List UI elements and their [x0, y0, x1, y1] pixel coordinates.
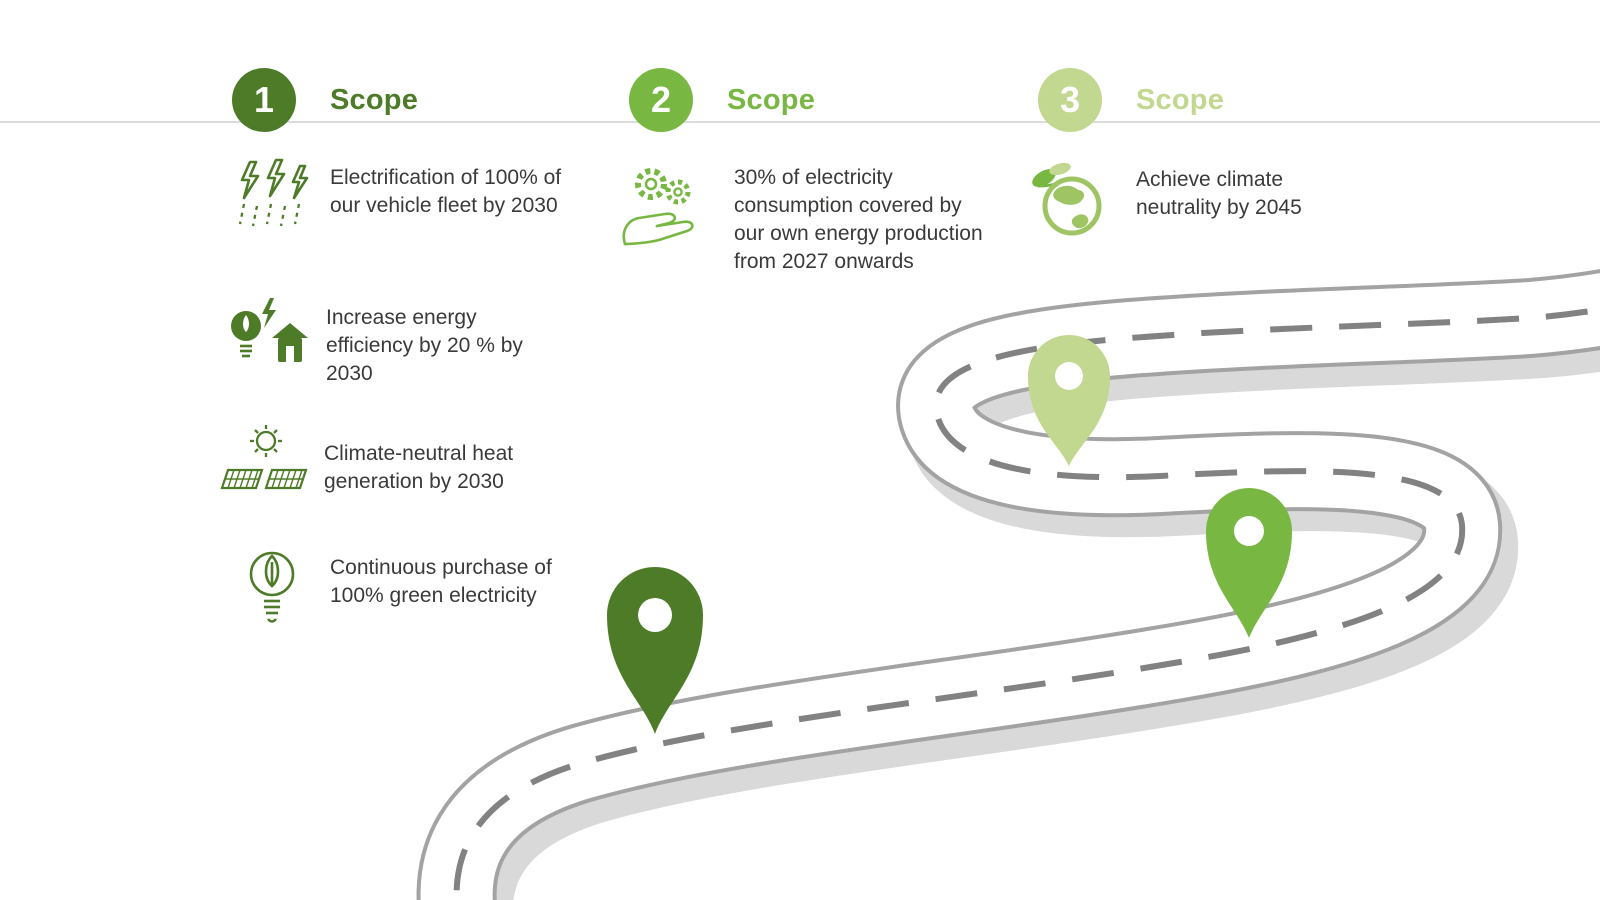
sun-solar-panel-icon — [212, 424, 320, 496]
scope1-label: Scope — [330, 83, 419, 116]
scope1-item-efficiency-text: Increase energy efficiency by 20 % by 20… — [326, 306, 523, 385]
gears-hand-icon — [606, 162, 720, 248]
scope3-number-badge: 3 — [1038, 68, 1102, 132]
scope2-pin-body — [1206, 488, 1292, 638]
scope3-label: Scope — [1136, 83, 1225, 116]
scope1-pin-hole — [638, 598, 672, 632]
scope1-item-heat: Climate-neutral heat generation by 2030 — [212, 424, 564, 496]
scope1-item-efficiency: Increase energy efficiency by 20 % by 20… — [214, 296, 566, 388]
header-divider-line — [0, 121, 1600, 123]
bulb-house-efficiency-icon — [214, 296, 322, 378]
scope3-header: 3 Scope — [1038, 68, 1224, 132]
scope1-item-green-electricity: Continuous purchase of 100% green electr… — [218, 546, 570, 636]
leaf-bulb-icon — [218, 546, 326, 636]
road-surface — [457, 298, 1600, 900]
scope1-item-fleet-text: Electrification of 100% of our vehicle f… — [330, 166, 562, 217]
globe-leaf-icon — [1014, 158, 1122, 244]
scope2-pin — [1206, 488, 1292, 638]
scope2-item-own-production-text: 30% of electricity consumption covered b… — [734, 166, 983, 273]
scope2-item-own-production: 30% of electricity consumption covered b… — [606, 162, 996, 276]
road-center-dashes — [457, 298, 1600, 900]
road-shadow — [470, 315, 1600, 900]
scope2-label: Scope — [727, 83, 816, 116]
lightning-bolts-icon — [218, 158, 326, 230]
scope1-item-fleet: Electrification of 100% of our vehicle f… — [218, 158, 570, 230]
scope1-item-green-electricity-text: Continuous purchase of 100% green electr… — [330, 556, 552, 607]
scope1-pin-body — [607, 567, 703, 734]
scope2-header: 2 Scope — [629, 68, 815, 132]
scope1-header: 1 Scope — [232, 68, 418, 132]
scope3-item-climate-neutrality-text: Achieve climate neutrality by 2045 — [1136, 168, 1302, 219]
road-outline — [457, 298, 1600, 900]
scope2-number-badge: 2 — [629, 68, 693, 132]
scope3-pin-hole — [1055, 362, 1083, 390]
scope3-pin — [1028, 334, 1110, 466]
scope1-number-badge: 1 — [232, 68, 296, 132]
scope1-pin — [607, 567, 703, 734]
scope3-item-climate-neutrality: Achieve climate neutrality by 2045 — [1014, 158, 1361, 244]
scope1-item-heat-text: Climate-neutral heat generation by 2030 — [324, 442, 514, 493]
scope2-pin-hole — [1234, 516, 1264, 546]
scope3-pin-body — [1028, 334, 1110, 466]
